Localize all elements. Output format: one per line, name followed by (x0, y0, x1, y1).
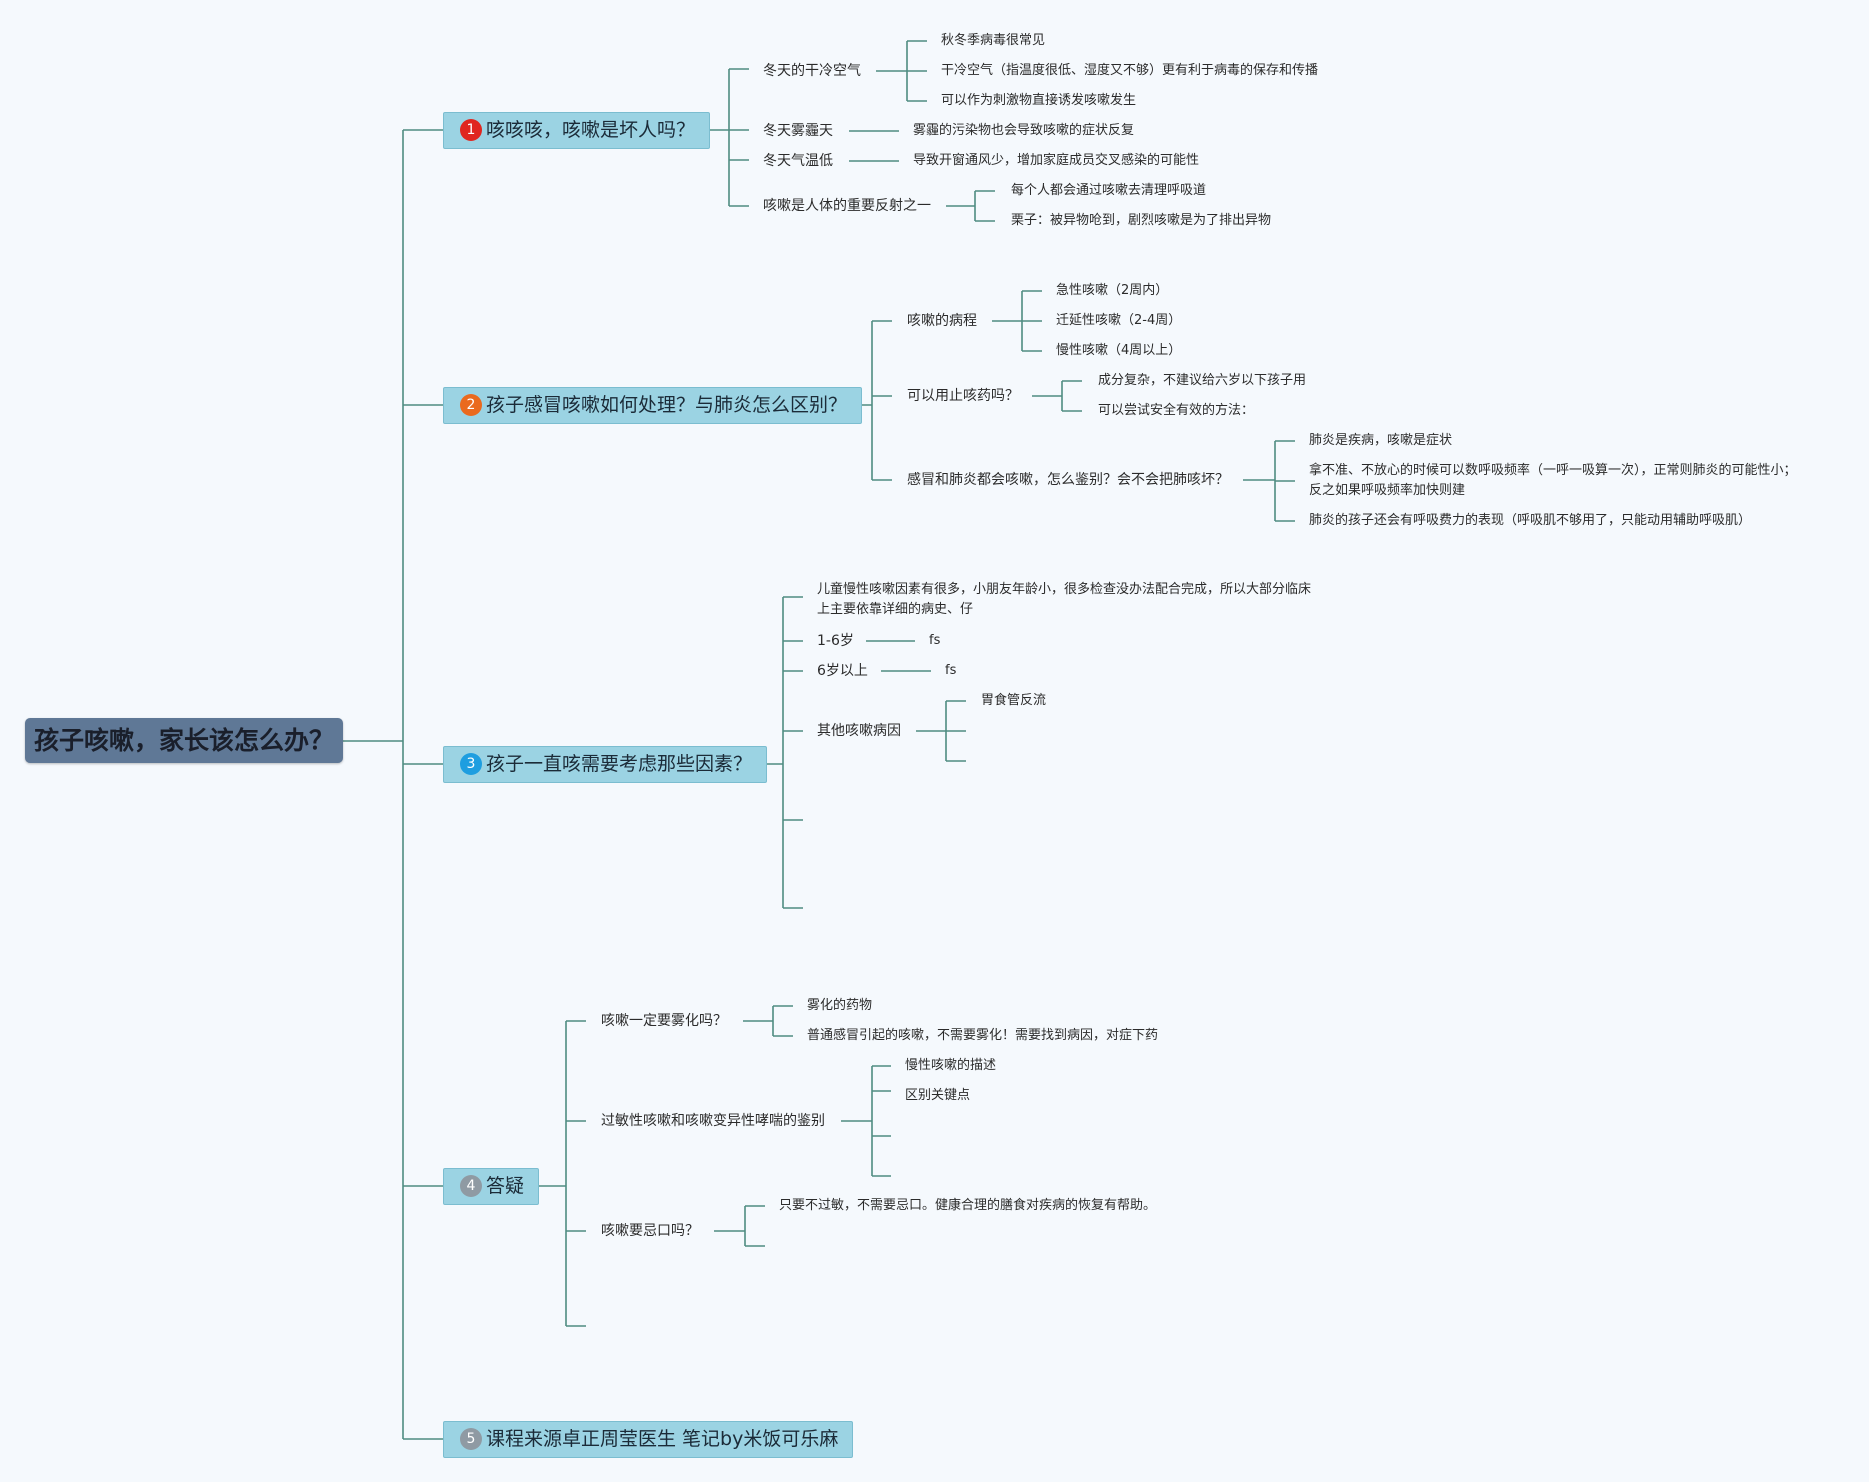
topic-nebulization[interactable]: 咳嗽一定要雾化吗？ (601, 1013, 727, 1029)
topic-allergic-vs-asthma[interactable]: 过敏性咳嗽和咳嗽变异性哮喘的鉴别 (601, 1113, 825, 1129)
leaf-no-nebulization[interactable]: 普通感冒引起的咳嗽，不需要雾化！需要找到病因，对症下药 (807, 1028, 1159, 1043)
topic-other-causes[interactable]: 其他咳嗽病因 (817, 723, 901, 739)
root-topic[interactable]: 孩子咳嗽，家长该怎么办？ (25, 718, 343, 763)
branch-1-label: 咳咳咳，咳嗽是坏人吗？ (486, 119, 696, 141)
branch-3-label: 孩子一直咳需要考虑那些因素？ (486, 753, 753, 775)
leaf-chronic-cough[interactable]: 慢性咳嗽（4周以上） (1056, 343, 1182, 358)
number-4-icon: 4 (460, 1175, 482, 1197)
leaf-dry-air-virus[interactable]: 干冷空气（指温度很低、湿度又不够）更有利于病毒的保存和传播 (941, 63, 1319, 78)
leaf-prolonged-cough[interactable]: 迁延性咳嗽（2-4周） (1056, 313, 1182, 328)
branch-5-label: 课程来源卓正周莹医生 笔记by米饭可乐麻 (486, 1428, 839, 1450)
topic-cold-vs-pneumonia[interactable]: 感冒和肺炎都会咳嗽，怎么鉴别？会不会把肺咳坏？ (907, 472, 1229, 488)
topic-diet-avoidance[interactable]: 咳嗽要忌口吗？ (601, 1223, 699, 1239)
number-2-icon: 2 (460, 394, 482, 416)
branch-2-label: 孩子感冒咳嗽如何处理？与肺炎怎么区别？ (486, 394, 848, 416)
leaf-foreign-body[interactable]: 栗子：被异物呛到，剧烈咳嗽是为了排出异物 (1011, 213, 1272, 228)
leaf-nebulization-drugs[interactable]: 雾化的药物 (807, 998, 873, 1013)
topic-age-over-6[interactable]: 6岁以上 (817, 663, 868, 679)
leaf-pneumonia-disease[interactable]: 肺炎是疾病，咳嗽是症状 (1309, 433, 1453, 448)
leaf-smog-pollutants[interactable]: 雾霾的污染物也会导致咳嗽的症状反复 (913, 123, 1135, 138)
topic-smog[interactable]: 冬天雾霾天 (763, 123, 833, 139)
leaf-acute-cough[interactable]: 急性咳嗽（2周内） (1056, 283, 1169, 298)
topic-chronic-factors[interactable]: 儿童慢性咳嗽因素有很多，小朋友年龄小，很多检查没办法配合完成，所以大部分临床上主… (817, 582, 1312, 617)
branch-4-label: 答疑 (486, 1175, 525, 1197)
topic-dry-cold-air[interactable]: 冬天的干冷空气 (763, 63, 861, 79)
leaf-key-differences[interactable]: 区别关键点 (905, 1088, 971, 1103)
leaf-irritant[interactable]: 可以作为刺激物直接诱发咳嗽发生 (941, 93, 1137, 108)
topic-cough-medicine[interactable]: 可以用止咳药吗？ (907, 388, 1019, 404)
leaf-no-avoidance[interactable]: 只要不过敏，不需要忌口。健康合理的膳食对疾病的恢复有帮助。 (779, 1198, 1157, 1213)
leaf-breathing-rate[interactable]: 拿不准、不放心的时候可以数呼吸频率（一呼一吸算一次），正常则肺炎的可能性小；反之… (1309, 463, 1797, 498)
topic-low-temperature[interactable]: 冬天气温低 (763, 153, 833, 169)
leaf-fs-1[interactable]: fs (929, 633, 941, 648)
number-1-icon: 1 (460, 119, 482, 141)
leaf-breathing-effort[interactable]: 肺炎的孩子还会有呼吸费力的表现（呼吸肌不够用了，只能动用辅助呼吸肌） (1309, 513, 1752, 528)
leaf-safe-methods[interactable]: 可以尝试安全有效的方法： (1098, 403, 1255, 418)
leaf-clear-airway[interactable]: 每个人都会通过咳嗽去清理呼吸道 (1011, 183, 1207, 198)
number-3-icon: 3 (460, 753, 482, 775)
leaf-gastroesophageal-reflux[interactable]: 胃食管反流 (981, 693, 1047, 708)
leaf-complex-ingredients[interactable]: 成分复杂，不建议给六岁以下孩子用 (1098, 373, 1307, 388)
topic-cough-course[interactable]: 咳嗽的病程 (907, 313, 977, 329)
leaf-chronic-description[interactable]: 慢性咳嗽的描述 (905, 1058, 997, 1073)
topic-age-1-6[interactable]: 1-6岁 (817, 633, 854, 649)
number-5-icon: 5 (460, 1428, 482, 1450)
leaf-virus-common[interactable]: 秋冬季病毒很常见 (941, 33, 1046, 48)
leaf-fs-2[interactable]: fs (945, 663, 957, 678)
leaf-less-ventilation[interactable]: 导致开窗通风少，增加家庭成员交叉感染的可能性 (913, 153, 1200, 168)
topic-cough-reflex[interactable]: 咳嗽是人体的重要反射之一 (763, 198, 931, 214)
